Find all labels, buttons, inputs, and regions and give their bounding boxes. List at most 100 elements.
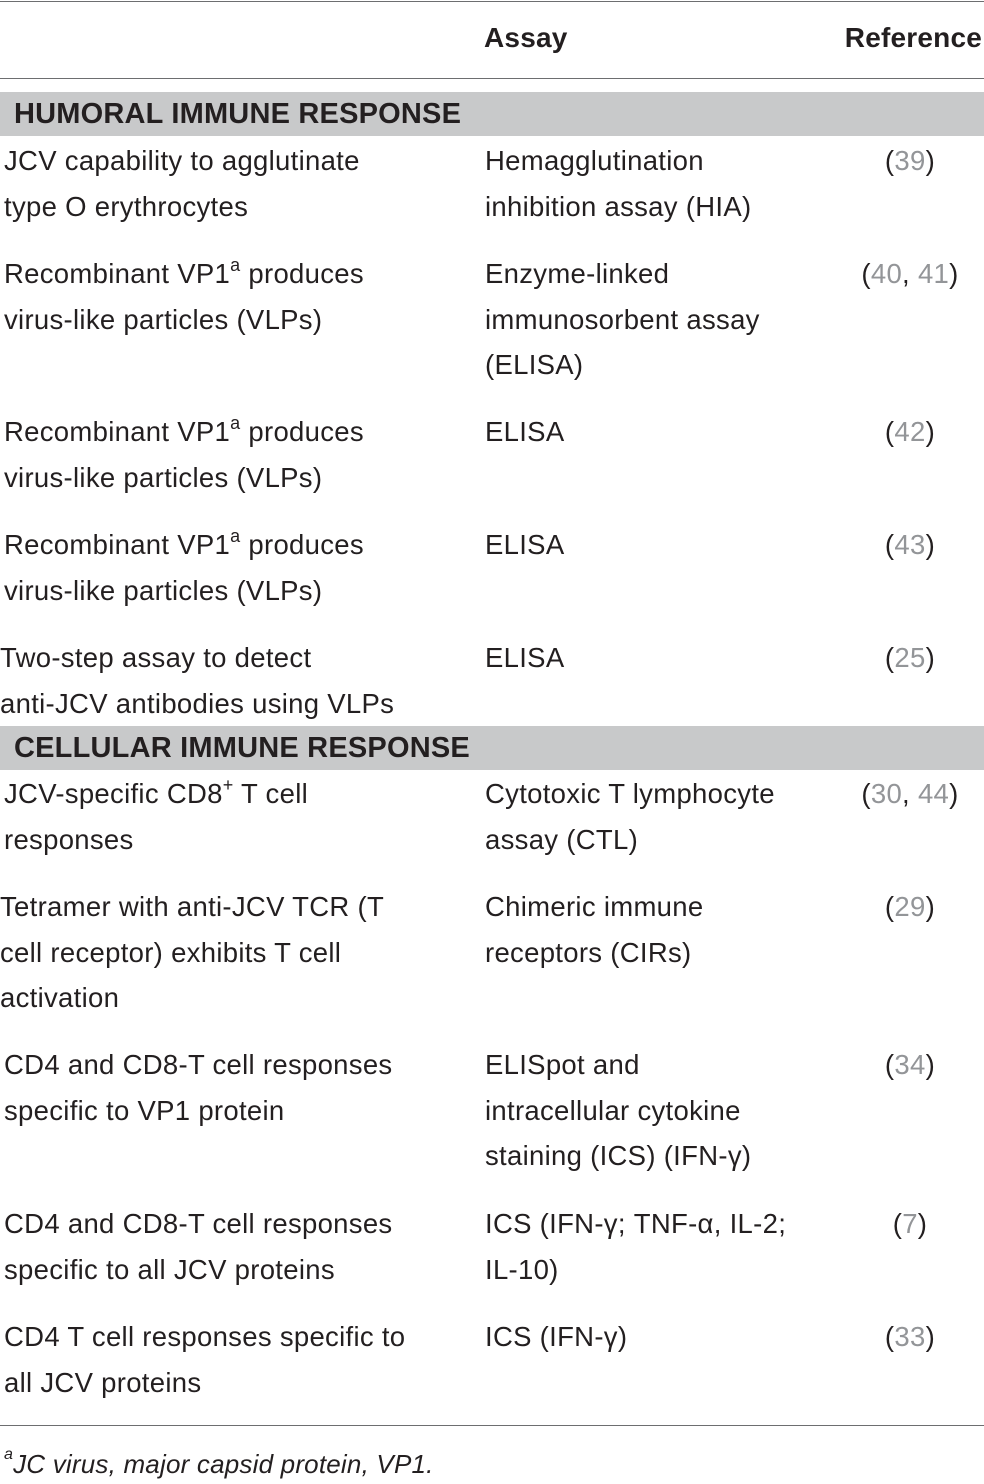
assay-line: (ELISA) (485, 349, 584, 380)
description-line: virus-like particles (VLPs) (4, 568, 474, 614)
description-line: cell receptor) exhibits T cell (0, 930, 470, 976)
column-header-assay: Assay (484, 22, 568, 53)
description-text: specific to VP1 protein (4, 1094, 285, 1126)
description-line: Two-step assay to detect (0, 635, 470, 681)
assay-line: ELISpot and (485, 1049, 640, 1080)
description-text: Recombinant VP1 (4, 416, 231, 447)
description-text: Tetramer with anti-JCV TCR (T (0, 891, 385, 922)
section-header: CELLULAR IMMUNE RESPONSE (0, 726, 984, 770)
description-cell: JCV-specific CD8+ T cell responses (4, 771, 474, 862)
reference-link[interactable]: 30 (870, 778, 903, 809)
description-text: CD4 and CD8-T cell responses (4, 1208, 393, 1239)
description-text: specific to all JCV proteins (4, 1253, 335, 1285)
description-text: all JCV proteins (4, 1366, 202, 1398)
table-top-rule (0, 1, 984, 2)
superscript: a (230, 412, 241, 433)
assay-line: ELISA (485, 416, 565, 447)
reference-cell: (7) (892, 1208, 928, 1239)
assay-line: IL-10) (485, 1253, 559, 1285)
description-cell: CD4 and CD8-T cell responses specific to … (4, 1042, 474, 1133)
reference-cell: (43) (884, 529, 936, 560)
description-text: JCV-specific CD8 (4, 778, 223, 809)
reference-link[interactable]: 25 (894, 642, 926, 673)
reference-link[interactable]: 43 (894, 529, 926, 560)
reference-link[interactable]: 29 (894, 891, 926, 922)
description-text: type O erythrocytes (4, 190, 249, 222)
section-title: HUMORAL IMMUNE RESPONSE (14, 98, 462, 130)
description-cell: Recombinant VP1a produces virus-like part… (4, 251, 474, 342)
assay-line: ELISA (485, 642, 565, 673)
description-line: specific to all JCV proteins (4, 1247, 474, 1293)
description-text: virus-like particles (VLPs) (4, 574, 323, 606)
reference-link[interactable]: 34 (894, 1049, 926, 1080)
header-rule (0, 78, 984, 79)
assay-line: intracellular cytokine (485, 1094, 741, 1126)
table-footnote: aJC virus, major capsid protein, VP1. (4, 1444, 434, 1484)
assay-cell: ELISA (485, 635, 815, 681)
description-text: virus-like particles (VLPs) (4, 461, 323, 493)
description-text: virus-like particles (VLPs) (4, 303, 323, 335)
section-header: HUMORAL IMMUNE RESPONSE (0, 92, 984, 136)
description-text: activation (0, 982, 120, 1013)
assay-line: Hemagglutination (485, 145, 704, 176)
reference-cell: (30, 44) (861, 778, 959, 809)
description-text: CD4 and CD8-T cell responses (4, 1049, 393, 1080)
reference-link[interactable]: 39 (894, 145, 926, 176)
assay-line: Chimeric immune (485, 891, 704, 922)
description-text: Recombinant VP1 (4, 258, 231, 289)
description-line: CD4 and CD8-T cell responses (4, 1042, 474, 1088)
description-cell: Tetramer with anti-JCV TCR (T cell recept… (0, 884, 470, 1021)
description-text: Two-step assay to detect (0, 642, 312, 673)
description-cell: Recombinant VP1a produces virus-like part… (4, 409, 474, 500)
description-line: JCV-specific CD8+ T cell (4, 771, 474, 817)
description-cell: JCV capability to agglutinate type O eryt… (4, 138, 474, 229)
reference-link[interactable]: 40 (870, 258, 903, 289)
description-line: Tetramer with anti-JCV TCR (T (0, 884, 470, 930)
description-text: cell receptor) exhibits T cell (0, 936, 342, 968)
description-line: virus-like particles (VLPs) (4, 455, 474, 501)
column-header-reference: Reference (844, 22, 982, 53)
description-text: produces (240, 258, 364, 289)
description-text: anti-JCV antibodies using VLPs (0, 687, 395, 719)
reference-link[interactable]: 42 (894, 416, 926, 447)
superscript: + (222, 774, 234, 795)
reference-cell: (34) (884, 1049, 936, 1080)
description-text: Recombinant VP1 (4, 529, 231, 560)
description-line: Recombinant VP1a produces (4, 409, 474, 455)
reference-link[interactable]: 41 (917, 258, 950, 289)
reference-cell: (40, 41) (861, 258, 959, 289)
reference-link[interactable]: 33 (894, 1321, 926, 1352)
assay-line: ICS (IFN-γ) (485, 1321, 628, 1352)
description-line: CD4 T cell responses specific to (4, 1314, 474, 1360)
reference-link[interactable]: 7 (902, 1208, 918, 1239)
reference-cell: (33) (884, 1321, 936, 1352)
description-text: responses (4, 823, 134, 855)
description-line: virus-like particles (VLPs) (4, 297, 474, 343)
assay-line: Enzyme-linked (485, 258, 670, 289)
description-line: specific to VP1 protein (4, 1088, 474, 1134)
table-bottom-rule (0, 1425, 984, 1426)
description-cell: CD4 T cell responses specific to all JCV … (4, 1314, 474, 1405)
description-text: produces (240, 529, 364, 560)
description-text: T cell (233, 778, 309, 809)
description-line: Recombinant VP1a produces (4, 251, 474, 297)
description-cell: CD4 and CD8-T cell responses specific to … (4, 1201, 474, 1292)
footnote-text: JC virus, major capsid protein, VP1. (13, 1449, 434, 1479)
footnote-marker: a (4, 1446, 14, 1464)
reference-link[interactable]: 44 (917, 778, 950, 809)
assay-cell: ELISA (485, 409, 815, 455)
description-line: activation (0, 975, 470, 1021)
assay-line: ELISA (485, 529, 565, 560)
assay-cell: ICS (IFN-γ; TNF-α, IL-2;IL-10) (485, 1201, 815, 1292)
reference-cell: (29) (884, 891, 936, 922)
description-line: responses (4, 817, 474, 863)
description-line: JCV capability to agglutinate (4, 138, 474, 184)
reference-cell: (42) (884, 416, 936, 447)
